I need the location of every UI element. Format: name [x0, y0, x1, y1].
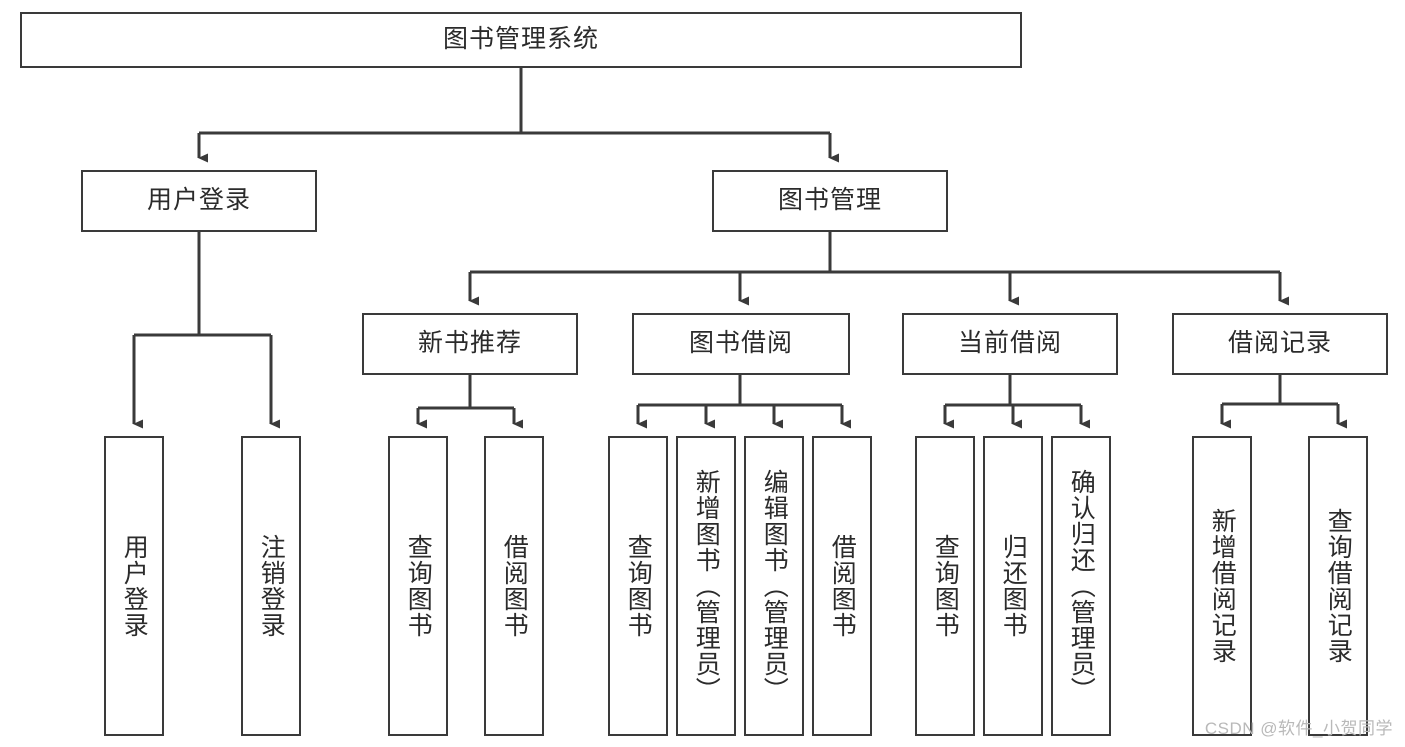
csdn-watermark: CSDN @软件_小贺同学	[1204, 719, 1393, 738]
node-current-borrow[interactable]: 当前借阅	[902, 313, 1118, 375]
node-leaf-query-book-rec[interactable]: 查询图书	[388, 436, 448, 736]
node-leaf-user-login-label: 用户登录	[120, 534, 149, 638]
node-book-manage-label: 图书管理	[777, 186, 882, 215]
node-book-manage[interactable]: 图书管理	[712, 170, 948, 232]
node-leaf-add-book[interactable]: 新增图书（管理员）	[676, 436, 736, 736]
node-user-login-label: 用户登录	[146, 186, 251, 215]
node-leaf-user-logout[interactable]: 注销登录	[241, 436, 301, 736]
node-leaf-query-record[interactable]: 查询借阅记录	[1308, 436, 1368, 736]
node-user-login[interactable]: 用户登录	[81, 170, 317, 232]
node-leaf-add-record-label: 新增借阅记录	[1208, 508, 1237, 664]
node-leaf-add-book-label: 新增图书（管理员）	[692, 469, 721, 703]
node-leaf-query-book-rec-label: 查询图书	[404, 534, 433, 638]
node-new-book-rec-label: 新书推荐	[417, 329, 522, 358]
node-new-book-rec[interactable]: 新书推荐	[362, 313, 578, 375]
node-root-label: 图书管理系统	[442, 25, 599, 54]
node-leaf-query-record-label: 查询借阅记录	[1324, 508, 1353, 664]
node-borrow-record-label: 借阅记录	[1227, 329, 1332, 358]
node-leaf-query-book-borrow[interactable]: 查询图书	[608, 436, 668, 736]
node-leaf-borrow-book[interactable]: 借阅图书	[812, 436, 872, 736]
node-leaf-confirm-return[interactable]: 确认归还（管理员）	[1051, 436, 1111, 736]
node-leaf-borrow-book-rec[interactable]: 借阅图书	[484, 436, 544, 736]
node-leaf-user-login[interactable]: 用户登录	[104, 436, 164, 736]
node-current-borrow-label: 当前借阅	[957, 329, 1062, 358]
node-leaf-query-book-current-label: 查询图书	[931, 534, 960, 638]
node-book-borrow[interactable]: 图书借阅	[632, 313, 850, 375]
node-leaf-return-book-label: 归还图书	[999, 534, 1028, 638]
node-leaf-edit-book[interactable]: 编辑图书（管理员）	[744, 436, 804, 736]
node-root-system[interactable]: 图书管理系统	[20, 12, 1022, 68]
node-leaf-add-record[interactable]: 新增借阅记录	[1192, 436, 1252, 736]
node-leaf-return-book[interactable]: 归还图书	[983, 436, 1043, 736]
node-book-borrow-label: 图书借阅	[688, 329, 793, 358]
node-leaf-edit-book-label: 编辑图书（管理员）	[760, 469, 789, 703]
node-leaf-borrow-book-label: 借阅图书	[828, 534, 857, 638]
node-leaf-query-book-current[interactable]: 查询图书	[915, 436, 975, 736]
node-leaf-confirm-return-label: 确认归还（管理员）	[1067, 469, 1096, 703]
node-borrow-record[interactable]: 借阅记录	[1172, 313, 1388, 375]
node-leaf-user-logout-label: 注销登录	[257, 534, 286, 638]
node-leaf-borrow-book-rec-label: 借阅图书	[500, 534, 529, 638]
node-leaf-query-book-borrow-label: 查询图书	[624, 534, 653, 638]
